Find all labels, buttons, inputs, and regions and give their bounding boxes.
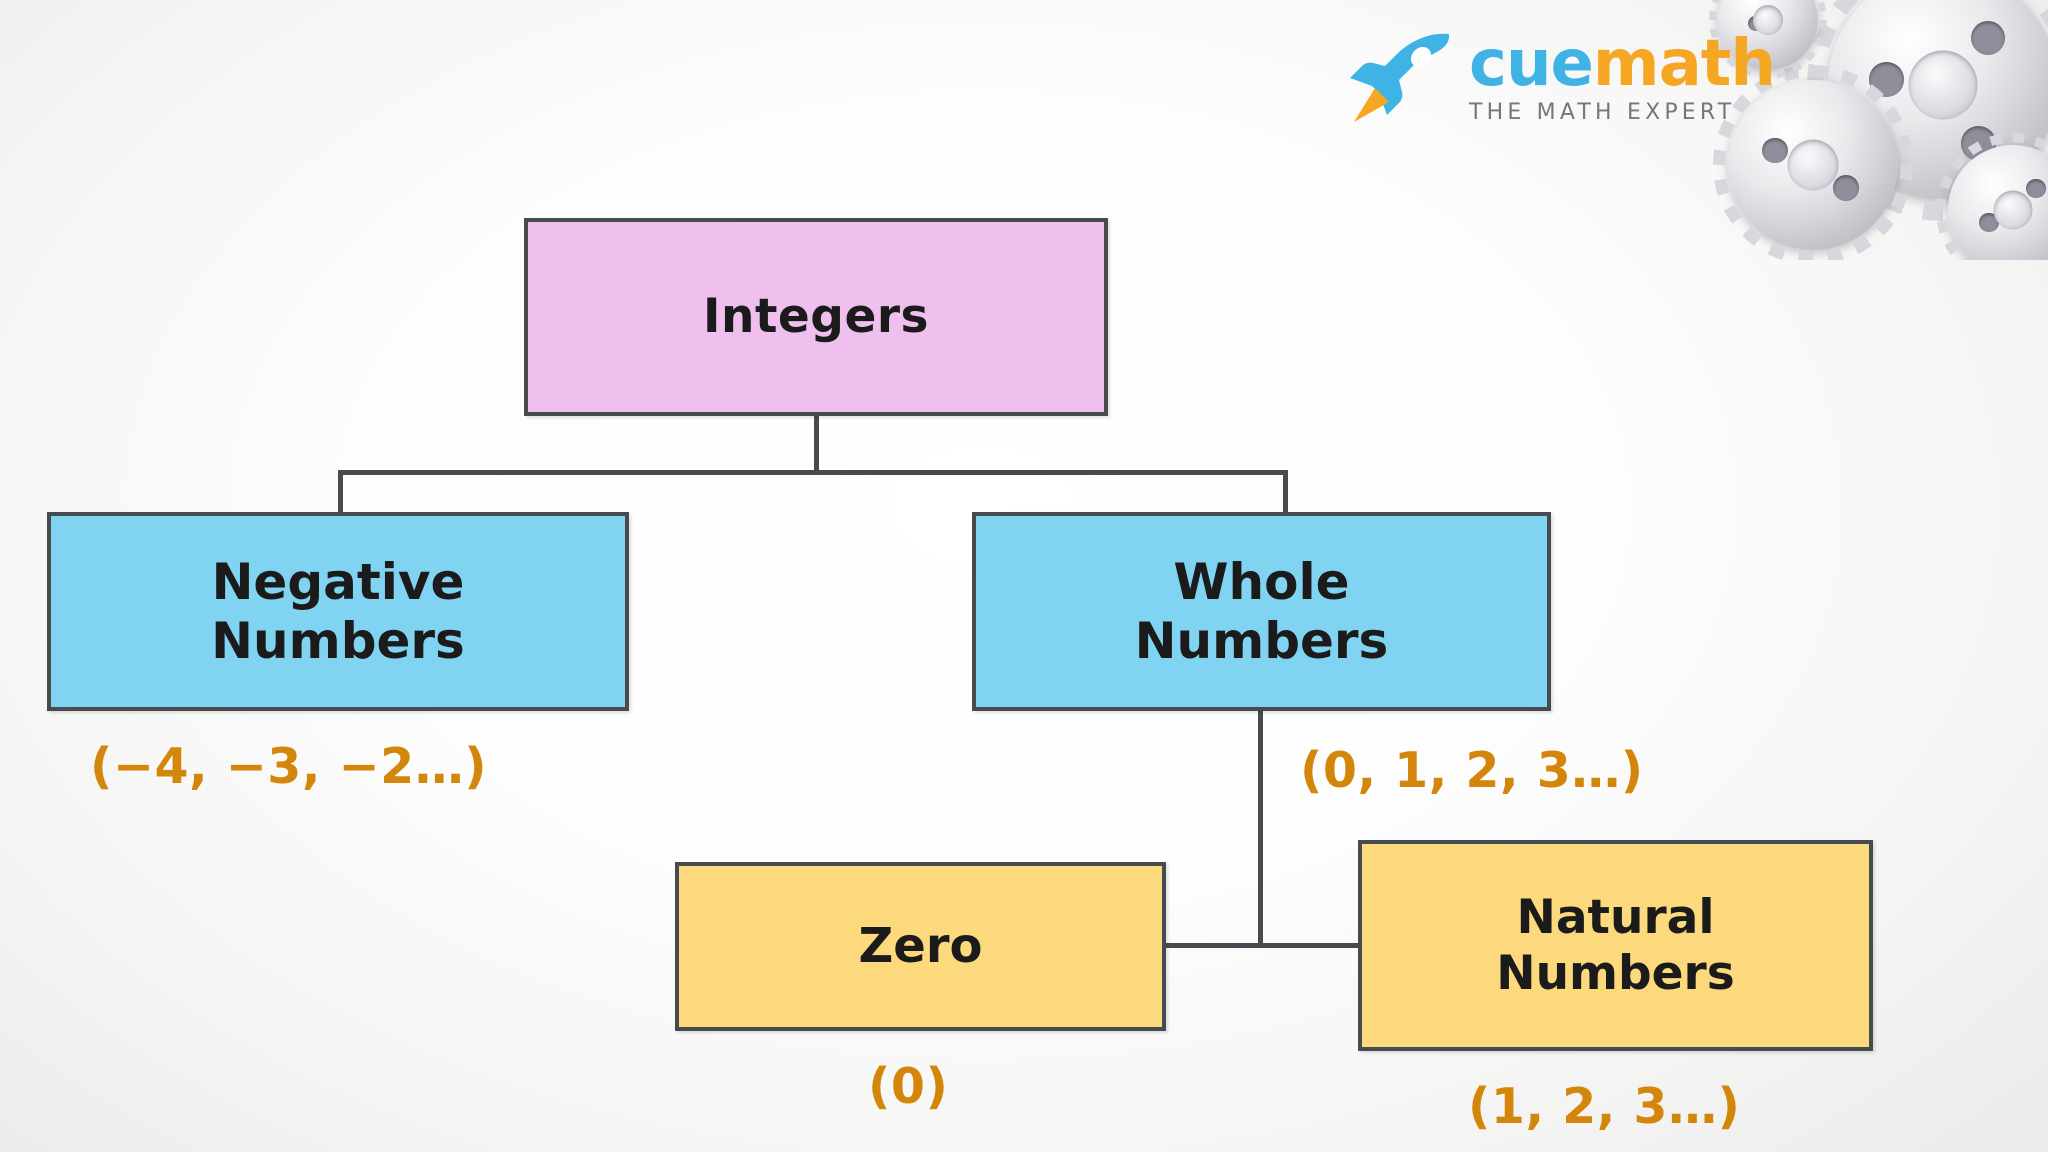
caption-negative-numbers: (−4, −3, −2…) <box>90 738 488 795</box>
rocket-icon <box>1350 33 1450 122</box>
caption-whole-numbers: (0, 1, 2, 3…) <box>1300 742 1644 799</box>
node-zero-label: Zero <box>858 918 983 975</box>
node-integers[interactable]: Integers <box>524 218 1108 416</box>
node-natural-numbers[interactable]: Natural Numbers <box>1358 840 1873 1051</box>
logo-tagline: THE MATH EXPERT <box>1469 100 1736 125</box>
node-whole-numbers-label: Whole Numbers <box>1134 552 1389 670</box>
connector-whole-numbers-down <box>1258 709 1263 947</box>
connector-to-whole-numbers <box>1283 470 1288 514</box>
caption-natural-numbers: (1, 2, 3…) <box>1468 1078 1741 1135</box>
gear-icon <box>1948 145 2048 260</box>
connector-integers-down <box>814 414 819 472</box>
node-natural-numbers-label: Natural Numbers <box>1496 890 1735 1001</box>
cuemath-logo[interactable]: cuemath THE MATH EXPERT <box>1345 30 1776 126</box>
node-whole-numbers[interactable]: Whole Numbers <box>972 512 1551 711</box>
logo-text: cuemath THE MATH EXPERT <box>1469 32 1776 125</box>
connector-to-negative-numbers <box>338 470 343 514</box>
logo-wordmark: cuemath <box>1469 32 1776 96</box>
gear-icon <box>1828 0 2048 200</box>
node-zero[interactable]: Zero <box>675 862 1166 1031</box>
logo-word-math: math <box>1592 27 1776 101</box>
connector-zero-to-natural <box>1164 943 1360 948</box>
node-integers-label: Integers <box>703 289 929 345</box>
node-negative-numbers-label: Negative Numbers <box>211 552 465 670</box>
logo-word-cue: cue <box>1469 27 1594 101</box>
caption-zero: (0) <box>868 1058 949 1115</box>
connector-integers-horizontal <box>338 470 1288 475</box>
node-negative-numbers[interactable]: Negative Numbers <box>47 512 629 711</box>
